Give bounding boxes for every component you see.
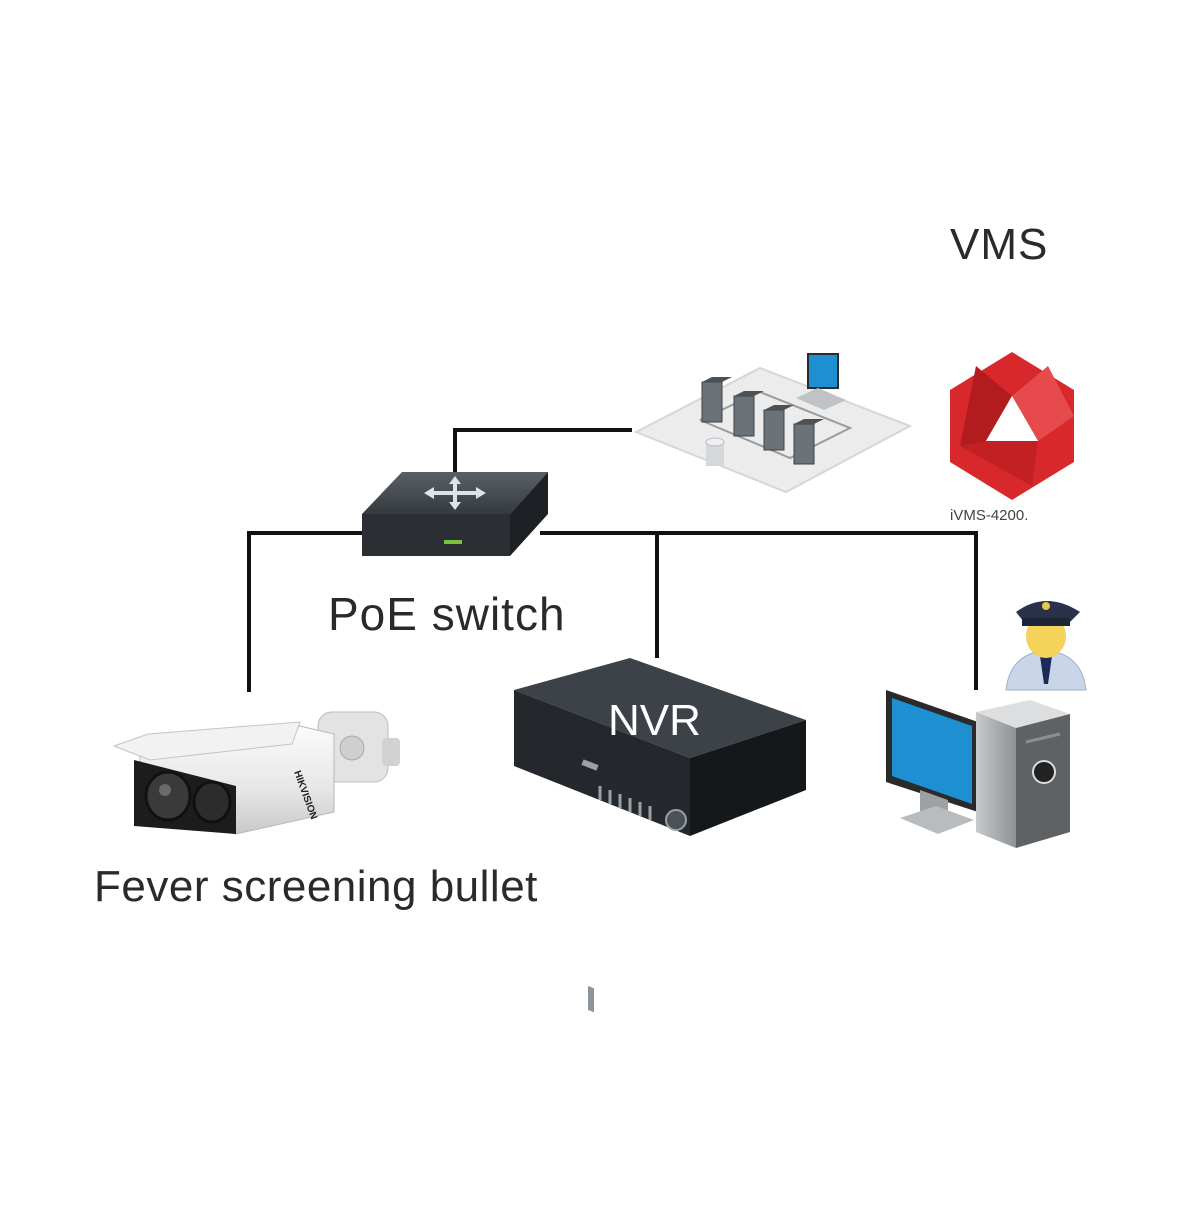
vms-product-name: iVMS-4200. — [950, 507, 1029, 524]
ivms-hexagon-logo — [950, 352, 1074, 500]
server-room-icon — [633, 353, 913, 494]
connection-lines — [247, 428, 978, 692]
vms-title: VMS — [950, 220, 1049, 269]
line-switch-to-vms — [453, 428, 632, 475]
security-guard-icon — [1005, 601, 1087, 691]
desktop-computer-icon — [886, 690, 1070, 848]
line-switch-to-camera — [247, 531, 365, 692]
nvr-label: NVR — [608, 696, 701, 745]
poe-switch-label: PoE switch — [328, 588, 566, 640]
camera-label: Fever screening bullet — [94, 862, 538, 911]
thermal-bullet-camera-icon: HIKVISION — [112, 711, 400, 835]
nvr-recorder-icon — [514, 658, 806, 1013]
network-switch-icon — [362, 472, 548, 556]
